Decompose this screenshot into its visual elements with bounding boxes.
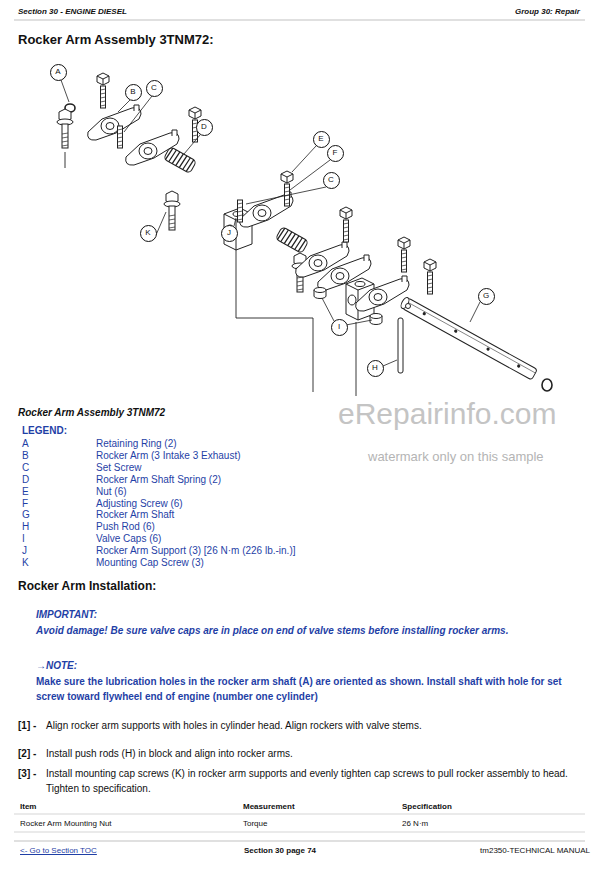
callout-circle: D	[196, 119, 213, 136]
section-heading: Rocker Arm Installation:	[18, 579, 156, 593]
legend-letter: I	[22, 533, 25, 545]
legend-letter: B	[22, 450, 29, 462]
callout-circle: F	[327, 145, 344, 162]
legend-description: Nut (6)	[96, 486, 127, 498]
step-number: [2] -	[18, 748, 36, 760]
callout-circle: B	[125, 84, 142, 101]
legend-letter: J	[22, 545, 27, 557]
callout-circle: I	[331, 319, 348, 336]
callout-letter: E	[318, 135, 323, 143]
callout-letter: H	[372, 364, 378, 372]
callout-letter: C	[151, 84, 157, 92]
manual-id: tm2350-TECHNICAL MANUAL	[480, 846, 590, 856]
callout-letter: A	[55, 68, 60, 76]
callout-letter: F	[333, 149, 338, 157]
legend-letter: C	[22, 462, 29, 474]
legend-description: Rocker Arm (3 Intake 3 Exhaust)	[96, 450, 241, 462]
legend-letter: H	[22, 521, 29, 533]
callout-circle: G	[478, 288, 495, 305]
table-cell: 26 N·m	[402, 819, 428, 829]
callout-letter: B	[130, 88, 135, 96]
legend-heading: LEGEND:	[22, 425, 67, 437]
legend-description: Rocker Arm Shaft	[96, 509, 174, 521]
page-number: Section 30 page 74	[244, 846, 316, 856]
table-cell: Torque	[243, 819, 267, 829]
step-text: Install push rods (H) in block and align…	[46, 746, 581, 761]
callout-circle: H	[367, 360, 384, 377]
legend-description: Valve Caps (6)	[96, 533, 161, 545]
step-number: [3] -	[18, 768, 36, 780]
callout-circle: K	[140, 225, 157, 242]
section-title: Rocker Arm Assembly 3TNM72:	[18, 32, 214, 48]
callout-letter: K	[145, 229, 150, 237]
page-header: Section 30 - ENGINE DIESEL	[18, 7, 127, 17]
legend-description: Mounting Cap Screw (3)	[96, 557, 204, 569]
callout-letter: D	[201, 123, 207, 131]
callout-letter: I	[338, 323, 340, 331]
callout-circle: A	[50, 64, 67, 81]
watermark: eRepairinfo.com	[338, 396, 556, 432]
callout-circle: C	[323, 172, 340, 189]
figure-caption: Rocker Arm Assembly 3TNM72	[18, 407, 165, 419]
legend-letter: G	[22, 509, 30, 521]
table-header: Specification	[402, 802, 452, 812]
legend-description: Set Screw	[96, 462, 142, 474]
note-heading: →NOTE:	[36, 660, 77, 672]
table-header: Measurement	[243, 802, 295, 812]
callout-circle: J	[221, 225, 238, 242]
callout-circle: E	[313, 131, 330, 148]
note-text: Make sure the lubrication holes in the r…	[36, 674, 576, 704]
watermark: watermark only on this sample	[368, 449, 544, 465]
step-text: Install mounting cap screws (K) in rocke…	[46, 766, 581, 796]
step-number: [1] -	[18, 720, 36, 732]
table-header: Item	[20, 802, 36, 812]
important-text: Avoid damage! Be sure valve caps are in …	[36, 625, 581, 637]
legend-description: Retaining Ring (2)	[96, 438, 177, 450]
legend-letter: A	[22, 438, 29, 450]
step-text: Align rocker arm supports with holes in …	[46, 718, 581, 733]
callout-letter: J	[227, 229, 231, 237]
toc-link: <- Go to Section TOC	[20, 846, 97, 856]
legend-letter: D	[22, 474, 29, 486]
legend-letter: E	[22, 486, 29, 498]
legend-description: Rocker Arm Support (3) [26 N·m (226 lb.-…	[96, 545, 296, 557]
callout-letter: C	[328, 176, 334, 184]
important-heading: IMPORTANT:	[36, 609, 97, 621]
callout-circle: C	[146, 80, 163, 97]
legend-description: Push Rod (6)	[96, 521, 155, 533]
callout-letter: G	[483, 292, 489, 300]
table-cell: Rocker Arm Mounting Nut	[20, 819, 112, 829]
legend-description: Rocker Arm Shaft Spring (2)	[96, 474, 221, 486]
page-header: Group 30: Repair	[515, 7, 580, 17]
legend-letter: F	[22, 498, 28, 510]
legend-description: Adjusting Screw (6)	[96, 498, 183, 510]
legend-letter: K	[22, 557, 29, 569]
